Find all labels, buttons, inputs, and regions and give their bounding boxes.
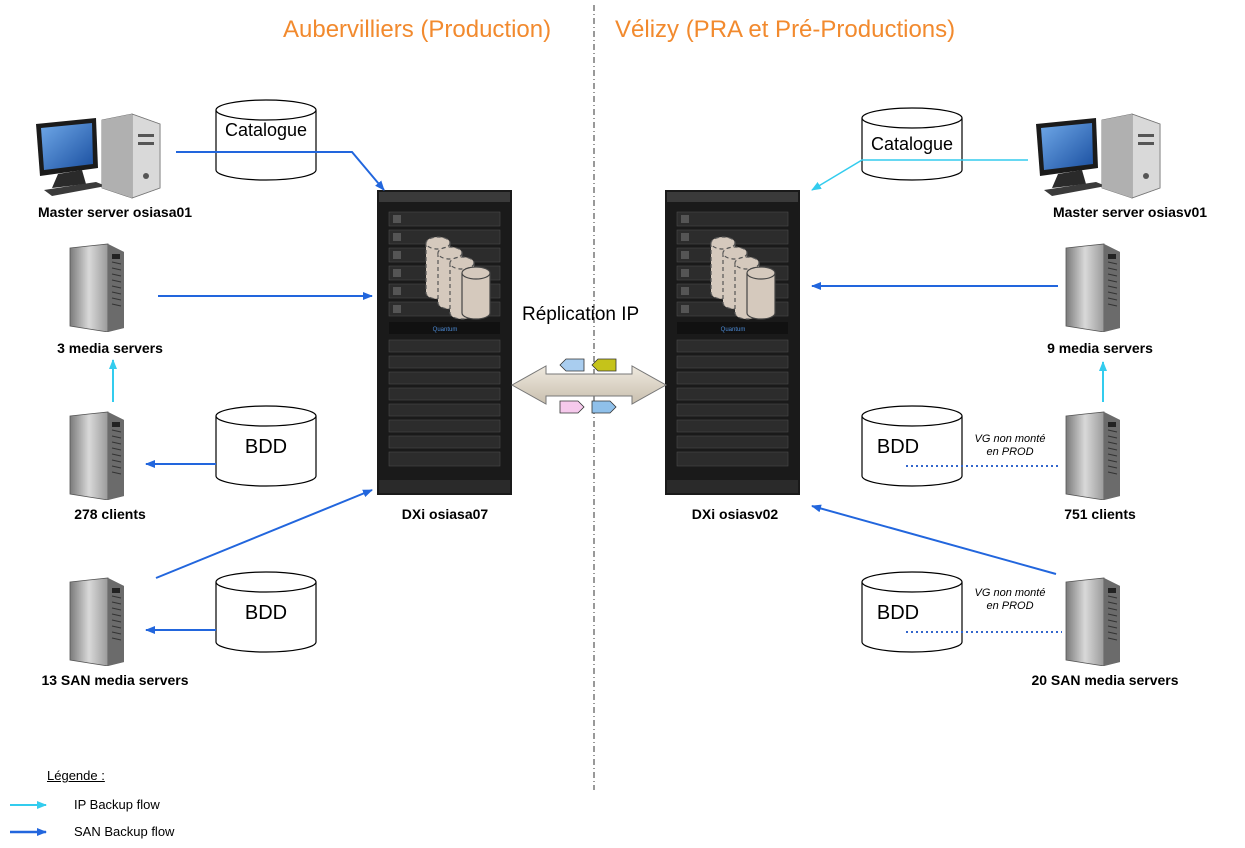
tag-pink-right-icon (559, 400, 585, 414)
right-san-note-line1: VG non monté (974, 587, 1046, 599)
legend-title: Légende : (47, 768, 105, 783)
right-catalogue-cylinder (861, 107, 963, 181)
replication-label: Réplication IP (522, 304, 640, 325)
left-bdd-clients-label: BDD (244, 436, 288, 458)
left-media-label: 3 media servers (57, 340, 163, 356)
left-clients-label: 278 clients (74, 506, 146, 522)
right-clients-note: VG non monté en PROD (950, 433, 1070, 459)
right-clients-label: 751 clients (1064, 506, 1136, 522)
left-master-computer-icon (35, 113, 161, 199)
right-media-server-icon (1065, 243, 1121, 332)
right-san-note-line2: en PROD (986, 600, 1034, 612)
replication-double-arrow (510, 365, 668, 405)
left-san-server-icon (69, 577, 125, 666)
right-dxi-label: DXi osiasv02 (691, 506, 779, 522)
right-site-title: Vélizy (PRA et Pré-Productions) (615, 16, 956, 43)
right-bdd-clients-label: BDD (876, 436, 920, 458)
legend-san-label: SAN Backup flow (74, 824, 175, 839)
left-media-server-icon (69, 243, 125, 332)
right-bdd-san-cylinder (861, 571, 963, 653)
right-media-label: 9 media servers (1047, 340, 1153, 356)
right-san-label: 20 SAN media servers (1031, 672, 1179, 688)
left-bdd-san-cylinder (215, 571, 317, 653)
right-clients-note-line2: en PROD (986, 446, 1034, 458)
left-bdd-clients-cylinder (215, 405, 317, 487)
right-clients-server-icon (1065, 411, 1121, 500)
right-master-computer-icon (1035, 113, 1161, 199)
right-dxi-rack-icon (665, 190, 800, 495)
right-san-note: VG non monté en PROD (950, 587, 1070, 613)
tag-blue-left-icon (559, 358, 585, 372)
left-master-label: Master server osiasa01 (37, 204, 193, 220)
right-bdd-clients-cylinder (861, 405, 963, 487)
left-master-san-arrow (176, 151, 385, 191)
right-catalogue-label: Catalogue (870, 134, 954, 154)
left-catalogue-cylinder (215, 99, 317, 181)
right-master-ip-arrow (811, 159, 1028, 191)
left-clients-server-icon (69, 411, 125, 500)
legend-ip-label: IP Backup flow (74, 797, 160, 812)
right-bdd-san-label: BDD (876, 602, 920, 624)
right-clients-note-line1: VG non monté (974, 433, 1046, 445)
left-site-title: Aubervilliers (Production) (283, 16, 552, 43)
left-catalogue-label: Catalogue (224, 120, 308, 140)
left-dxi-label: DXi osiasa07 (401, 506, 489, 522)
left-bdd-san-label: BDD (244, 602, 288, 624)
right-san-server-icon (1065, 577, 1121, 666)
left-dxi-rack-icon (377, 190, 512, 495)
right-master-label: Master server osiasv01 (1052, 204, 1208, 220)
left-san-rack-arrow (155, 489, 373, 579)
left-san-label: 13 SAN media servers (41, 672, 189, 688)
tag-olive-left-icon (591, 358, 617, 372)
right-san-rack-arrow (811, 504, 1057, 575)
tag-blue-right-icon (591, 400, 617, 414)
